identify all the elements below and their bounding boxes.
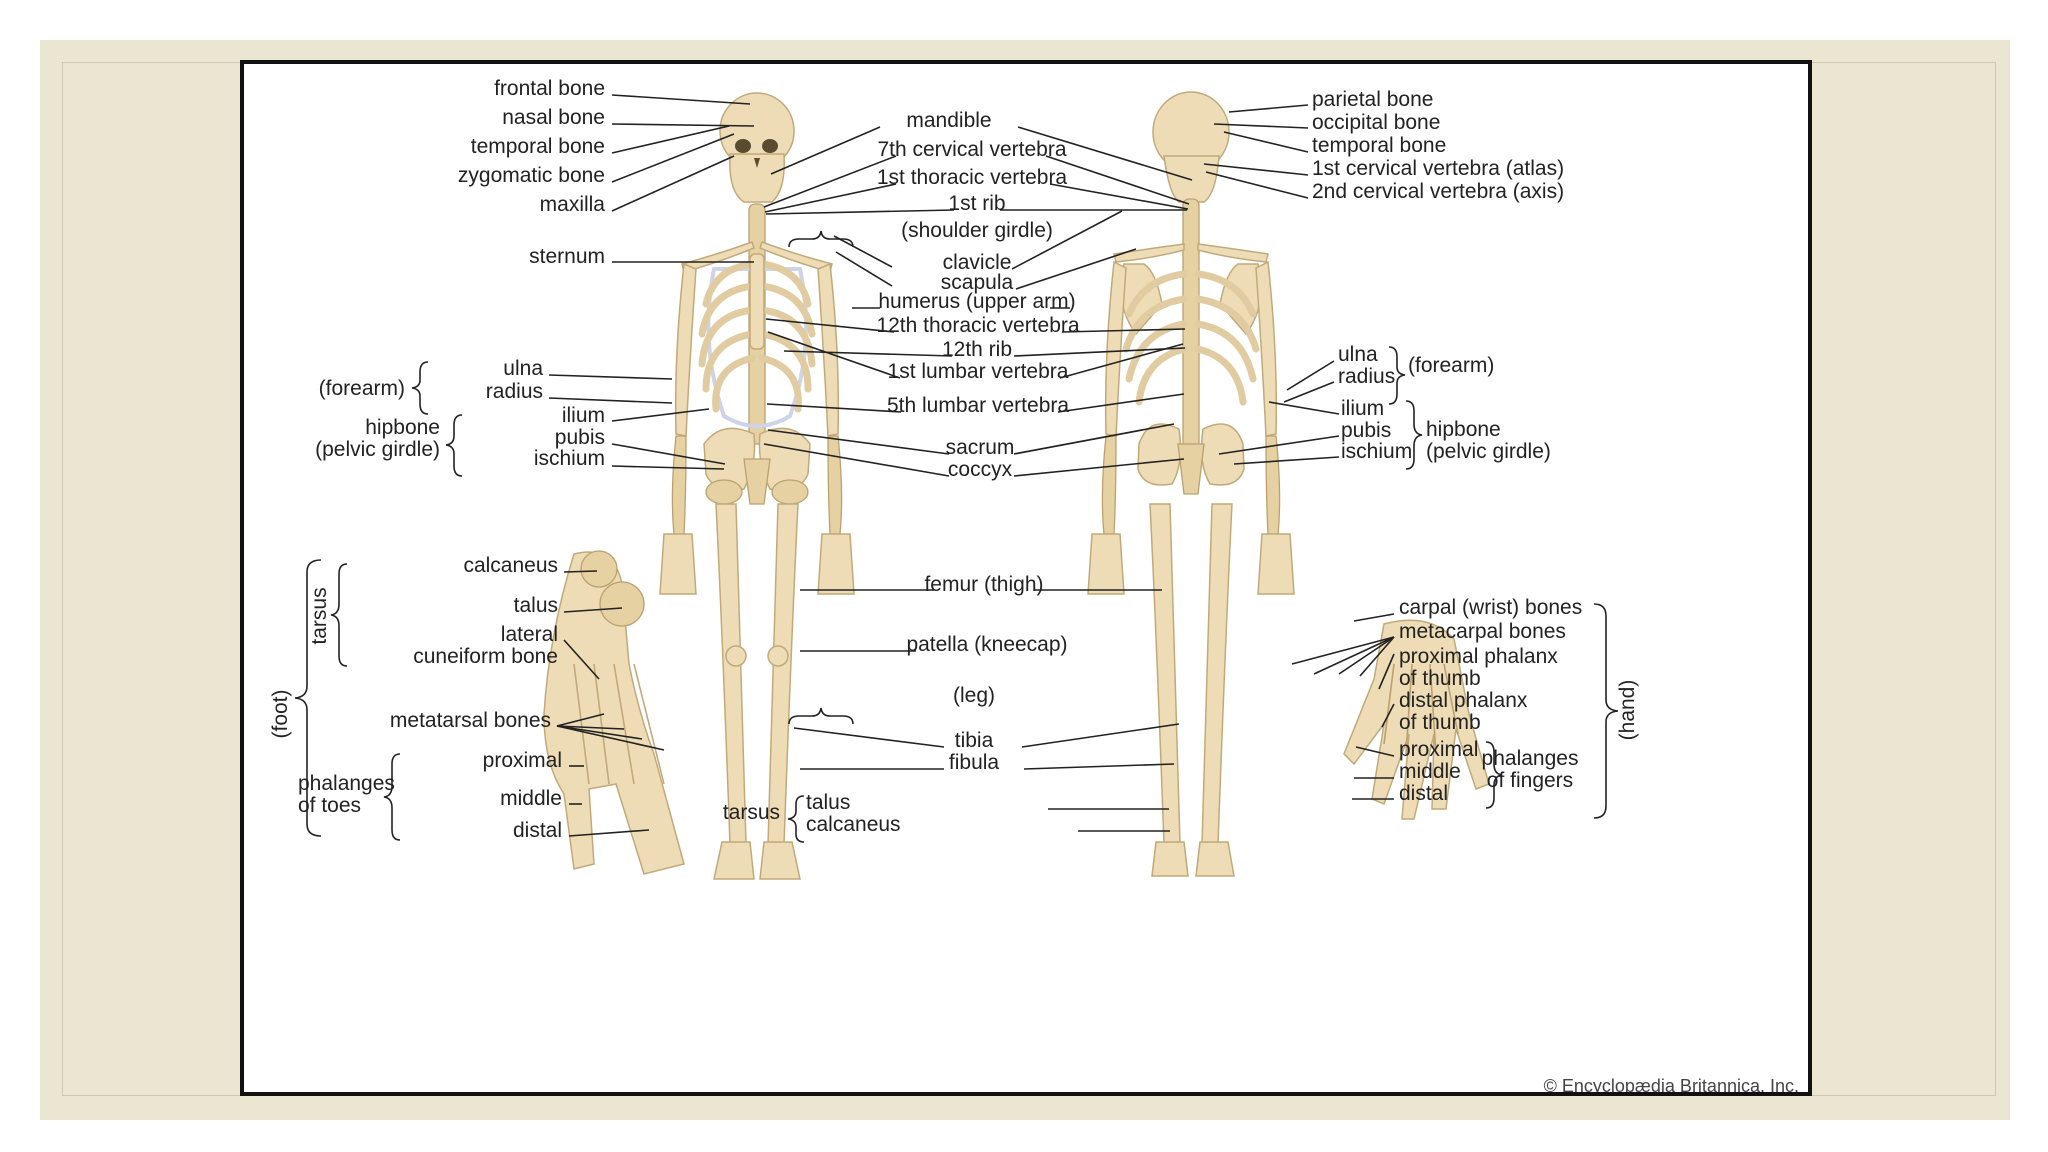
label-sacrum: sacrum — [946, 436, 1015, 459]
label-mandible: mandible — [906, 109, 991, 132]
label-proximal-foot: proximal — [483, 749, 562, 772]
label-coccyx: coccyx — [948, 458, 1013, 481]
label-distal-hand: distal — [1399, 782, 1448, 805]
copyright-notice: © Encyclopædia Britannica, Inc. — [1544, 1076, 1799, 1092]
label-hipbone-posterior: hipbone — [1426, 418, 1501, 441]
label-distal-phalanx-thumb-1: distal phalanx — [1399, 689, 1528, 712]
label-foot-group: (foot) — [269, 689, 292, 738]
label-hipbone-anterior: hipbone — [365, 416, 440, 439]
label-forearm-anterior: (forearm) — [319, 377, 405, 400]
label-ischium-anterior: ischium — [534, 447, 605, 470]
label-proximal-phalanx-thumb-1: proximal phalanx — [1399, 645, 1558, 668]
label-7th-cervical-vertebra: 7th cervical vertebra — [877, 138, 1066, 161]
label-clavicle: clavicle — [943, 251, 1012, 274]
label-zygomatic-bone: zygomatic bone — [458, 164, 605, 187]
leader-lines — [548, 94, 1395, 837]
label-tibia: tibia — [955, 729, 994, 752]
label-nasal-bone: nasal bone — [502, 106, 605, 129]
label-tarsus-group: tarsus — [308, 587, 331, 644]
label-patella: patella (kneecap) — [906, 633, 1067, 656]
grouping-braces — [294, 230, 1619, 843]
label-tarsus-center: tarsus — [723, 801, 780, 824]
label-carpal-bones: carpal (wrist) bones — [1399, 596, 1582, 619]
foot-illustration — [543, 550, 685, 875]
label-phalanges-of-fingers-1: phalanges — [1482, 747, 1579, 770]
label-occipital-bone: occipital bone — [1312, 111, 1440, 134]
label-maxilla: maxilla — [540, 193, 606, 216]
label-phalanges-of-toes-2: of toes — [298, 794, 361, 817]
label-frontal-bone: frontal bone — [494, 77, 605, 100]
label-1st-thoracic-vertebra: 1st thoracic vertebra — [877, 166, 1068, 189]
label-pubis-posterior: pubis — [1341, 419, 1391, 442]
label-scapula: scapula — [941, 271, 1014, 294]
label-talus-foot: talus — [514, 594, 558, 617]
label-calcaneus-center: calcaneus — [806, 813, 901, 836]
label-forearm-posterior: (forearm) — [1408, 354, 1494, 377]
label-temporal-bone-anterior: temporal bone — [471, 135, 605, 158]
label-ischium-posterior: ischium — [1341, 440, 1412, 463]
label-atlas: 1st cervical vertebra (atlas) — [1312, 157, 1564, 180]
labels: frontal bone nasal bone temporal bone zy… — [269, 77, 1799, 1092]
label-sternum: sternum — [529, 245, 605, 268]
label-fibula: fibula — [949, 751, 1000, 774]
label-ulna-anterior: ulna — [503, 357, 543, 380]
anterior-skeleton — [659, 92, 855, 880]
hand-illustration — [1343, 619, 1490, 820]
label-ulna-posterior: ulna — [1338, 343, 1378, 366]
label-axis: 2nd cervical vertebra (axis) — [1312, 180, 1564, 203]
label-temporal-bone-posterior: temporal bone — [1312, 134, 1446, 157]
label-proximal-hand: proximal — [1399, 738, 1478, 761]
label-distal-foot: distal — [513, 819, 562, 842]
label-1st-lumbar-vertebra: 1st lumbar vertebra — [888, 360, 1069, 383]
label-12th-thoracic-vertebra: 12th thoracic vertebra — [876, 314, 1079, 337]
label-12th-rib: 12th rib — [942, 338, 1012, 361]
label-ilium-posterior: ilium — [1341, 397, 1384, 420]
label-middle-hand: middle — [1399, 760, 1461, 783]
label-1st-rib: 1st rib — [948, 192, 1005, 215]
label-middle-foot: middle — [500, 787, 562, 810]
label-pelvic-girdle-posterior: (pelvic girdle) — [1426, 440, 1551, 463]
label-lateral: lateral — [501, 623, 558, 646]
label-leg: (leg) — [953, 684, 995, 707]
label-cuneiform-bone: cuneiform bone — [413, 645, 558, 668]
label-humerus: humerus (upper arm) — [878, 290, 1075, 313]
label-phalanges-of-toes-1: phalanges — [298, 772, 395, 795]
label-5th-lumbar-vertebra: 5th lumbar vertebra — [887, 394, 1069, 417]
label-pubis-anterior: pubis — [555, 426, 605, 449]
label-talus-center: talus — [806, 791, 850, 814]
label-phalanges-of-fingers-2: of fingers — [1487, 769, 1573, 792]
label-proximal-phalanx-thumb-2: of thumb — [1399, 667, 1481, 690]
label-radius-anterior: radius — [486, 380, 543, 403]
label-parietal-bone: parietal bone — [1312, 88, 1433, 111]
label-femur: femur (thigh) — [924, 573, 1043, 596]
diagram-frame: frontal bone nasal bone temporal bone zy… — [240, 60, 1812, 1096]
label-metatarsal-bones: metatarsal bones — [390, 709, 551, 732]
skeleton-diagram: frontal bone nasal bone temporal bone zy… — [269, 77, 1799, 1092]
label-distal-phalanx-thumb-2: of thumb — [1399, 711, 1481, 734]
label-metacarpal-bones: metacarpal bones — [1399, 620, 1566, 643]
label-ilium-anterior: ilium — [562, 404, 605, 427]
label-pelvic-girdle-anterior: (pelvic girdle) — [315, 438, 440, 461]
label-hand-group: (hand) — [1616, 680, 1639, 741]
posterior-skeleton — [1087, 91, 1295, 877]
label-calcaneus-foot: calcaneus — [463, 554, 558, 577]
label-radius-posterior: radius — [1338, 365, 1395, 388]
label-shoulder-girdle: (shoulder girdle) — [901, 219, 1053, 242]
